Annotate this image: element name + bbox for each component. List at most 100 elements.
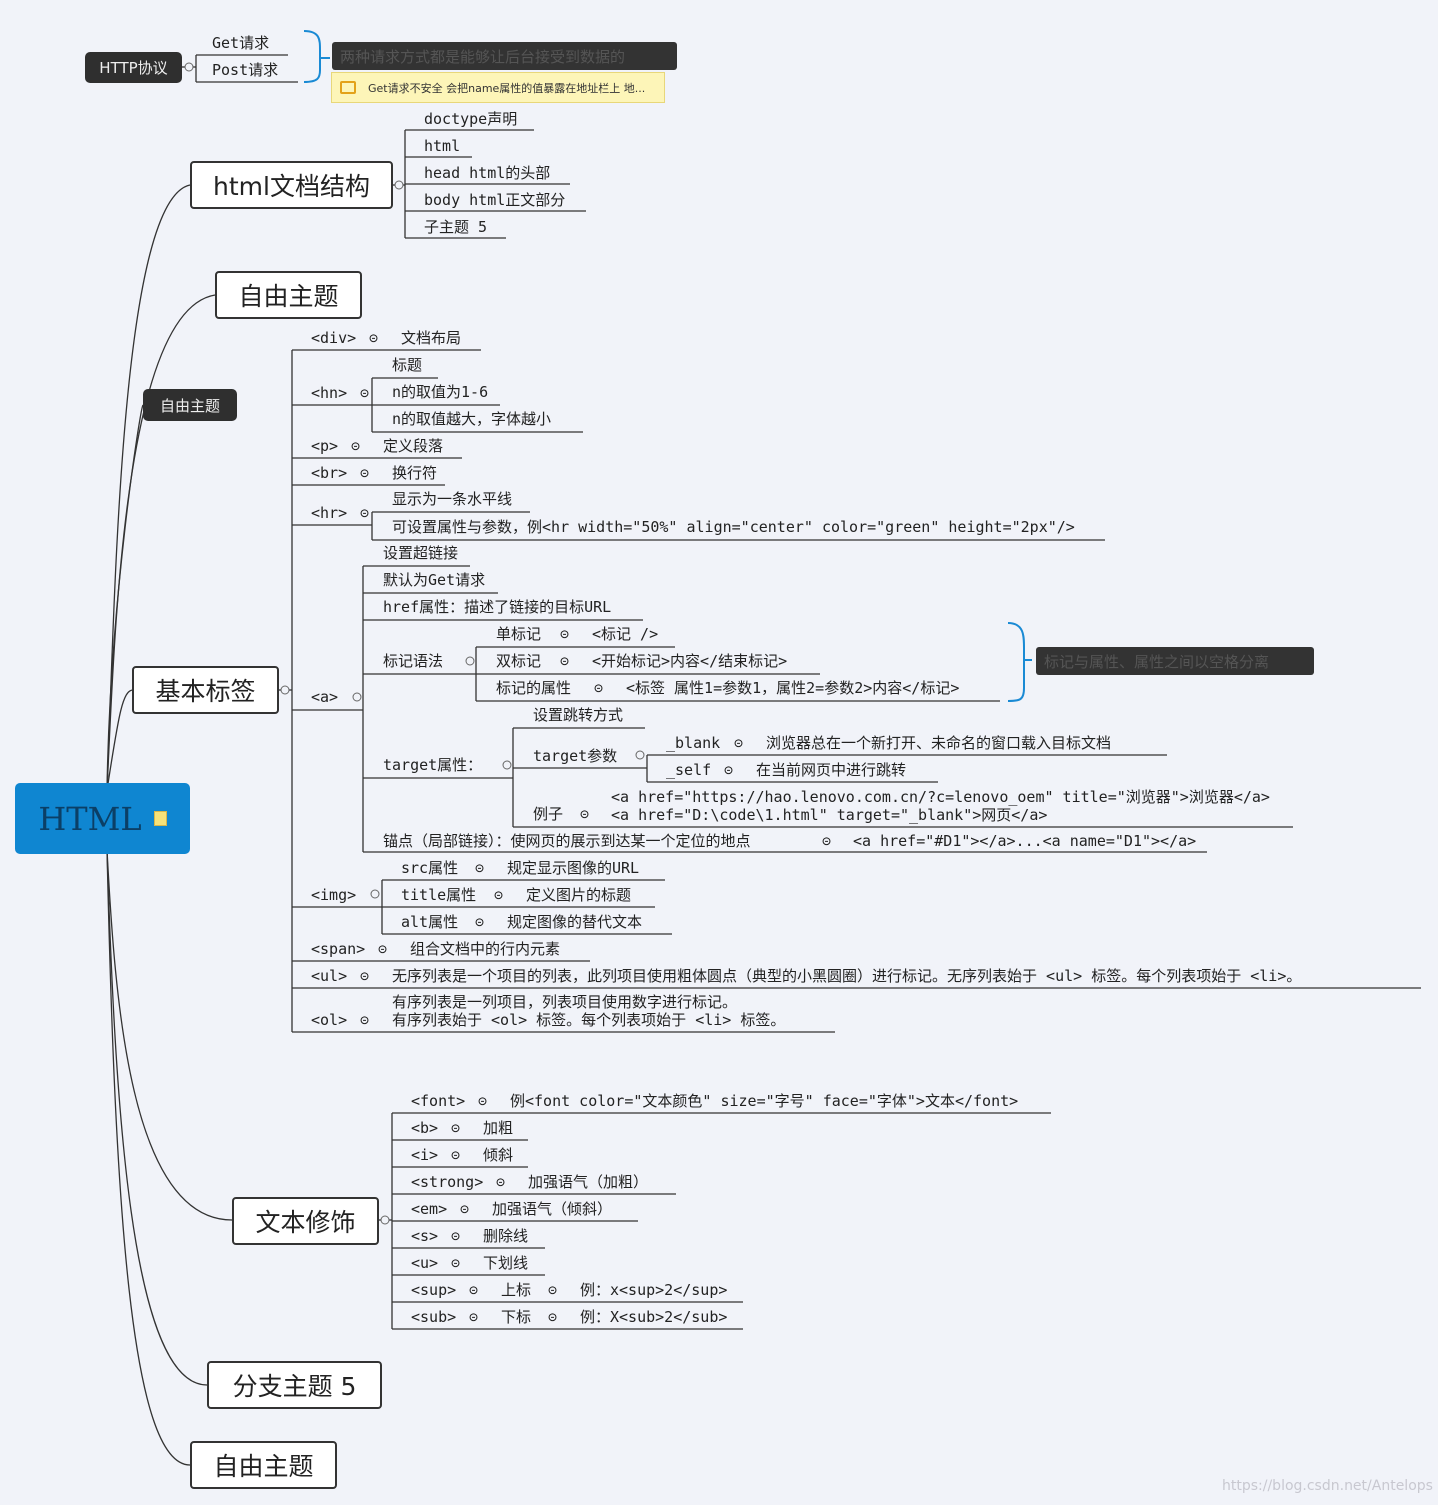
collapse-icon[interactable]: ⊝ bbox=[360, 1011, 370, 1029]
tag-ul[interactable]: <ul> bbox=[311, 967, 348, 985]
a-syntax[interactable]: 标记语法 bbox=[383, 652, 444, 670]
doc-item-doctype[interactable]: doctype声明 bbox=[424, 110, 518, 128]
target-example-label[interactable]: 例子 bbox=[533, 805, 564, 823]
collapse-icon[interactable]: ⊝ bbox=[351, 437, 361, 455]
img-title-desc[interactable]: 定义图片的标题 bbox=[526, 886, 632, 904]
collapse-icon[interactable]: ⊝ bbox=[475, 913, 485, 931]
collapse-icon[interactable]: ⊝ bbox=[594, 679, 604, 697]
topic-free-1[interactable]: 自由主题 bbox=[215, 271, 362, 319]
a-syntax-summary[interactable]: 标记与属性、属性之间以空格分离 bbox=[1036, 647, 1314, 675]
topic-basic-tags[interactable]: 基本标签 bbox=[132, 666, 279, 714]
collapse-icon[interactable]: ⊝ bbox=[469, 1308, 479, 1326]
deco-sub-example[interactable]: 例：X<sub>2</sub> bbox=[580, 1308, 728, 1326]
http-summary[interactable]: 两种请求方式都是能够让后台接受到数据的 bbox=[332, 42, 677, 70]
deco-em-desc[interactable]: 加强语气（倾斜） bbox=[492, 1200, 613, 1218]
doc-item-html[interactable]: html bbox=[424, 137, 461, 155]
note-icon[interactable] bbox=[153, 811, 167, 826]
a-syntax-double-val[interactable]: <开始标记>内容</结束标记> bbox=[592, 652, 788, 670]
topic-doc-structure[interactable]: html文档结构 bbox=[190, 161, 393, 209]
tag-ul-desc[interactable]: 无序列表是一个项目的列表，此列项目使用粗体圆点（典型的小黑圆圈）进行标记。无序列… bbox=[392, 967, 1302, 985]
img-alt[interactable]: alt属性 bbox=[401, 913, 459, 931]
deco-b[interactable]: <b> bbox=[411, 1119, 439, 1137]
floating-free-topic[interactable]: 自由主题 bbox=[143, 389, 237, 421]
tag-ol-desc-2[interactable]: 有序列表始于 <ol> 标签。每个列表项始于 <li> 标签。 bbox=[392, 1011, 786, 1029]
hn-item-1[interactable]: 标题 bbox=[392, 356, 423, 374]
collapse-icon[interactable]: ⊝ bbox=[460, 1200, 470, 1218]
deco-s[interactable]: <s> bbox=[411, 1227, 439, 1245]
collapse-icon[interactable]: ⊝ bbox=[496, 1173, 506, 1191]
topic-branch-5[interactable]: 分支主题 5 bbox=[207, 1361, 382, 1409]
tag-p-desc[interactable]: 定义段落 bbox=[383, 437, 444, 455]
target-example-2[interactable]: <a href="D:\code\1.html" target="_blank"… bbox=[611, 806, 1048, 824]
root-node[interactable]: HTML bbox=[15, 783, 190, 854]
deco-sub[interactable]: <sub> bbox=[411, 1308, 457, 1326]
topic-text-decoration[interactable]: 文本修饰 bbox=[232, 1197, 379, 1245]
tag-br-desc[interactable]: 换行符 bbox=[392, 464, 438, 482]
target-self-desc[interactable]: 在当前网页中进行跳转 bbox=[756, 761, 907, 779]
doc-item-subtopic[interactable]: 子主题 5 bbox=[424, 218, 488, 236]
topic-free-2[interactable]: 自由主题 bbox=[190, 1441, 337, 1489]
collapse-icon[interactable]: ⊝ bbox=[548, 1281, 558, 1299]
deco-strong[interactable]: <strong> bbox=[411, 1173, 484, 1191]
a-target-set-jump[interactable]: 设置跳转方式 bbox=[533, 706, 624, 724]
collapse-icon[interactable]: ⊝ bbox=[560, 625, 570, 643]
a-anchor-val[interactable]: <a href="#D1"></a>...<a name="D1"></a> bbox=[853, 832, 1197, 850]
collapse-icon[interactable]: ⊝ bbox=[478, 1092, 488, 1110]
a-href[interactable]: href属性：描述了链接的目标URL bbox=[383, 598, 612, 616]
img-src[interactable]: src属性 bbox=[401, 859, 459, 877]
deco-sup[interactable]: <sup> bbox=[411, 1281, 457, 1299]
img-alt-desc[interactable]: 规定图像的替代文本 bbox=[507, 913, 643, 931]
collapse-icon[interactable]: ⊝ bbox=[580, 805, 590, 823]
collapse-icon[interactable]: ⊝ bbox=[378, 940, 388, 958]
target-self[interactable]: _self bbox=[666, 761, 712, 779]
http-get-item[interactable]: Get请求 bbox=[212, 34, 270, 52]
doc-item-head[interactable]: head html的头部 bbox=[424, 164, 551, 182]
doc-item-body[interactable]: body html正文部分 bbox=[424, 191, 566, 209]
tag-ol[interactable]: <ol> bbox=[311, 1011, 348, 1029]
collapse-icon[interactable]: ⊝ bbox=[369, 329, 379, 347]
target-blank-desc[interactable]: 浏览器总在一个新打开、未命名的窗口载入目标文档 bbox=[766, 734, 1112, 752]
collapse-icon[interactable]: ⊝ bbox=[734, 734, 744, 752]
hr-item-1[interactable]: 显示为一条水平线 bbox=[392, 490, 513, 508]
tag-hr[interactable]: <hr> bbox=[311, 504, 348, 522]
a-default-get[interactable]: 默认为Get请求 bbox=[383, 571, 486, 589]
collapse-icon[interactable]: ⊝ bbox=[469, 1281, 479, 1299]
tag-div-desc[interactable]: 文档布局 bbox=[401, 329, 462, 347]
collapse-icon[interactable]: ⊝ bbox=[548, 1308, 558, 1326]
collapse-icon[interactable]: ⊝ bbox=[451, 1119, 461, 1137]
http-note[interactable]: Get请求不安全 会把name属性的值暴露在地址栏上 地... bbox=[331, 72, 665, 103]
hn-item-3[interactable]: n的取值越大，字体越小 bbox=[392, 410, 552, 428]
http-node[interactable]: HTTP协议 bbox=[85, 52, 182, 83]
collapse-icon[interactable]: ⊝ bbox=[360, 967, 370, 985]
a-syntax-attr-val[interactable]: <标签 属性1=参数1，属性2=参数2>内容</标记> bbox=[626, 679, 960, 697]
deco-u[interactable]: <u> bbox=[411, 1254, 439, 1272]
collapse-icon[interactable]: ⊝ bbox=[360, 504, 370, 522]
tag-img[interactable]: <img> bbox=[311, 886, 357, 904]
deco-i[interactable]: <i> bbox=[411, 1146, 439, 1164]
deco-em[interactable]: <em> bbox=[411, 1200, 448, 1218]
deco-strong-desc[interactable]: 加强语气（加粗） bbox=[528, 1173, 649, 1191]
deco-sup-example[interactable]: 例：x<sup>2</sup> bbox=[580, 1281, 728, 1299]
collapse-icon[interactable]: ⊝ bbox=[560, 652, 570, 670]
http-post-item[interactable]: Post请求 bbox=[212, 61, 279, 79]
a-syntax-single[interactable]: 单标记 bbox=[496, 625, 542, 643]
tag-p[interactable]: <p> bbox=[311, 437, 339, 455]
target-blank[interactable]: _blank bbox=[666, 734, 721, 752]
deco-font[interactable]: <font> bbox=[411, 1092, 466, 1110]
tag-a[interactable]: <a> bbox=[311, 688, 339, 706]
img-src-desc[interactable]: 规定显示图像的URL bbox=[507, 859, 640, 877]
a-syntax-attr[interactable]: 标记的属性 bbox=[496, 679, 572, 697]
deco-s-desc[interactable]: 删除线 bbox=[483, 1227, 529, 1245]
a-set-link[interactable]: 设置超链接 bbox=[383, 544, 459, 562]
tag-hn[interactable]: <hn> bbox=[311, 384, 348, 402]
hr-item-2[interactable]: 可设置属性与参数，例<hr width="50%" align="center"… bbox=[392, 518, 1075, 536]
img-title[interactable]: title属性 bbox=[401, 886, 477, 904]
target-example-1[interactable]: <a href="https://hao.lenovo.com.cn/?c=le… bbox=[611, 788, 1270, 806]
hn-item-2[interactable]: n的取值为1-6 bbox=[392, 383, 489, 401]
a-target-param[interactable]: target参数 bbox=[533, 747, 618, 765]
deco-sub-desc[interactable]: 下标 bbox=[501, 1308, 532, 1326]
tag-span[interactable]: <span> bbox=[311, 940, 366, 958]
a-target[interactable]: target属性： bbox=[383, 756, 483, 774]
tag-div[interactable]: <div> bbox=[311, 329, 357, 347]
a-syntax-double[interactable]: 双标记 bbox=[496, 652, 542, 670]
